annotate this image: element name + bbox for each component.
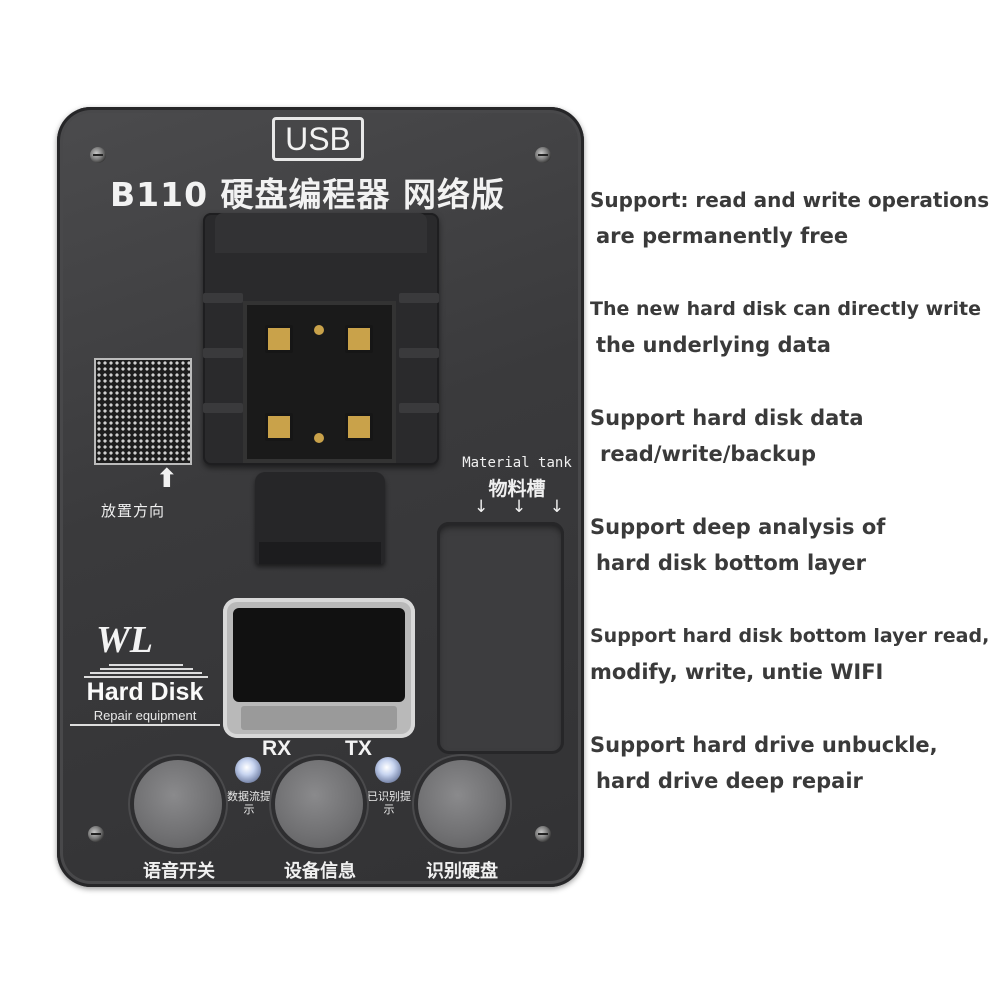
feature-line: Support deep analysis of (590, 515, 886, 539)
tx-led-indicator (375, 757, 401, 783)
product-subtitle: Repair equipment (70, 708, 220, 726)
placement-direction-label: 放置方向 (101, 502, 166, 520)
screw-icon (88, 826, 104, 842)
rx-hint-label: 数据流提示 (227, 790, 271, 816)
chip-contact-window (243, 301, 396, 463)
tx-label: TX (345, 737, 372, 760)
screw-icon (90, 147, 106, 163)
arrow-down-icon: ↓ (511, 497, 527, 517)
feature-item: Support hard drive unbuckle, hard drive … (590, 727, 938, 799)
device-info-label: 设备信息 (284, 861, 356, 882)
feature-item: The new hard disk can directly write the… (590, 291, 981, 363)
feature-item: Support hard disk bottom layer read, mod… (590, 618, 989, 690)
feature-line: Support: read and write operations (590, 188, 990, 212)
feature-line: Support hard disk bottom layer read, (590, 625, 990, 647)
device-title: B110 硬盘编程器 网络版 (110, 175, 506, 214)
arrow-down-icon: ↓ (474, 497, 489, 517)
feature-line: the underlying data (596, 333, 831, 357)
socket-latch[interactable] (255, 472, 385, 564)
display-screen (223, 598, 415, 738)
placement-grid-pad (94, 358, 192, 465)
wl-logo: WL (96, 619, 153, 661)
feature-line: Support hard disk data (590, 406, 864, 430)
display-panel (233, 608, 405, 702)
logo-stripes (84, 664, 208, 680)
screw-icon (535, 147, 551, 163)
tank-arrows: ↓ ↓ ↓ (474, 497, 564, 517)
display-base (241, 706, 397, 730)
feature-line: read/write/backup (600, 442, 816, 466)
socket-lid (215, 213, 427, 253)
arrow-up-icon: ⬆ (156, 464, 178, 494)
screw-icon (535, 826, 551, 842)
feature-item: Support deep analysis of hard disk botto… (590, 509, 885, 581)
feature-item: Support: read and write operations are p… (590, 182, 989, 254)
feature-line: Support hard drive unbuckle, (590, 733, 938, 757)
usb-badge: USB (272, 117, 364, 161)
voice-switch-label: 语音开关 (143, 861, 215, 882)
rx-label: RX (262, 737, 292, 760)
feature-line: The new hard disk can directly write (590, 298, 982, 320)
identify-disk-label: 识别硬盘 (426, 861, 498, 882)
device-info-button[interactable] (275, 760, 363, 848)
arrow-down-icon: ↓ (549, 497, 564, 517)
feature-item: Support hard disk data read/write/backup (590, 400, 864, 472)
tx-hint-label: 已识别提示 (367, 790, 411, 816)
rx-led-indicator (235, 757, 261, 783)
product-name: Hard Disk (86, 678, 204, 706)
material-tank-label-cn: 物料槽 (488, 478, 546, 500)
voice-switch-button[interactable] (134, 760, 222, 848)
feature-line: modify, write, untie WIFI (590, 660, 884, 684)
brand-logo: WL Hard Disk Repair equipment (70, 606, 220, 731)
identify-disk-button[interactable] (418, 760, 506, 848)
feature-line: are permanently free (596, 224, 849, 248)
feature-line: hard drive deep repair (596, 769, 863, 793)
feature-line: hard disk bottom layer (596, 551, 866, 575)
material-tank (437, 522, 564, 754)
material-tank-label: Material tank (462, 455, 572, 471)
